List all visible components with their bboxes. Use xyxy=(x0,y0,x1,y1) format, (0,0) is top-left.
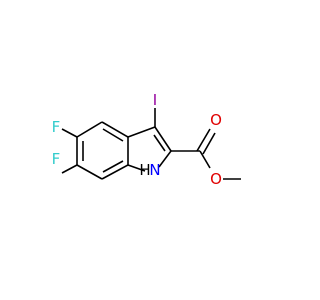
fluorine-5-label: F xyxy=(52,118,61,136)
bond-c5-f xyxy=(61,128,78,138)
ester-oxygen-label: O xyxy=(210,170,222,188)
bond-c2-n1 xyxy=(158,150,172,168)
nitrogen-hydrogen-label: H xyxy=(139,161,150,179)
fluorine-6-label: F xyxy=(52,150,61,168)
structure-canvas: I F F O O N H xyxy=(52,91,241,188)
bond-c6-f xyxy=(61,164,78,174)
bond-c3-c2 xyxy=(154,126,172,152)
bond-c6-c7 xyxy=(76,164,103,180)
bond-carbonyl-o-2 xyxy=(202,132,216,155)
bond-carbonyl-o-1 xyxy=(196,128,211,152)
bond-n1-c7a xyxy=(127,164,146,172)
molecule-structure: I F F O O N H xyxy=(52,91,241,188)
iodine-label: I xyxy=(153,91,157,109)
bond-c3a-c4 xyxy=(101,121,129,138)
bond-c3-c2-inner xyxy=(153,134,166,152)
bond-c3a-c3 xyxy=(127,126,156,138)
nitrogen-label: N xyxy=(149,161,160,179)
bond-c7-c7a-inner xyxy=(102,160,124,173)
carbonyl-oxygen-label: O xyxy=(210,111,222,129)
bond-c7-c7a xyxy=(101,164,129,180)
bond-c3a-c4-inner xyxy=(102,128,124,142)
bond-c4-c5 xyxy=(76,121,103,138)
bond-ccarbonyl-oester xyxy=(199,150,211,169)
